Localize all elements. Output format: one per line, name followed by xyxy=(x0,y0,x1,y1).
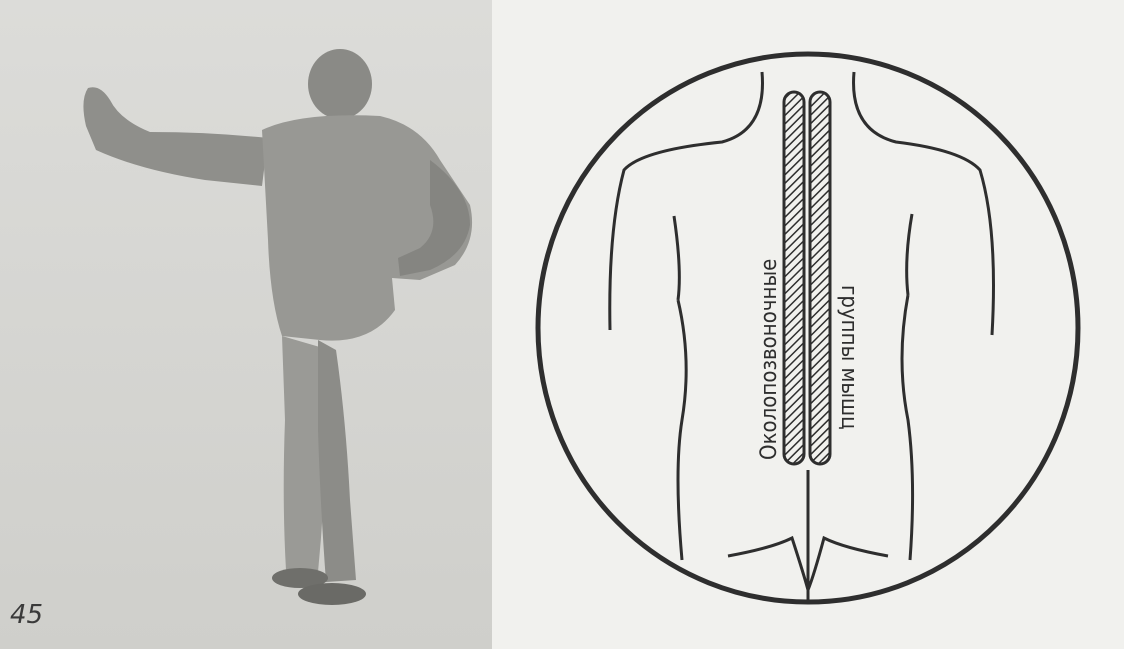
right-torso-line xyxy=(902,295,913,560)
figure-number: 45 xyxy=(10,600,43,630)
exercise-photo: 45 xyxy=(0,0,492,649)
label-paravertebral: Околопозвоночные xyxy=(757,259,782,460)
right-arm-line xyxy=(907,214,912,295)
left-shoulder-line xyxy=(610,72,763,330)
man-figure-illustration xyxy=(0,0,492,649)
right-paravertebral-muscle xyxy=(810,92,830,464)
back-muscles-diagram: Околопозвоночные группы мышц xyxy=(492,0,1124,649)
diagram-svg: Околопозвоночные группы мышц xyxy=(492,0,1124,649)
left-paravertebral-muscle xyxy=(784,92,804,464)
label-muscle-groups: группы мышц xyxy=(836,285,861,430)
left-torso-line xyxy=(678,300,686,560)
left-arm-line xyxy=(674,216,679,300)
